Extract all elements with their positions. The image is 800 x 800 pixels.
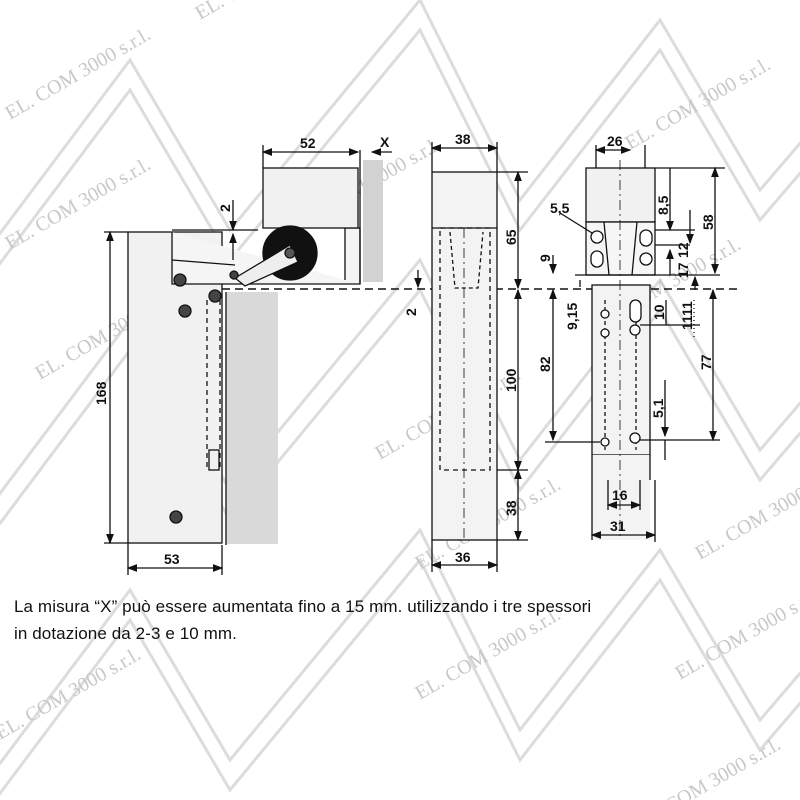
dim-100: 100 — [503, 368, 519, 392]
front-view — [430, 142, 528, 572]
dim-8-5: 8,5 — [655, 195, 671, 215]
dim-168: 168 — [93, 381, 109, 405]
dim-38-top: 38 — [455, 131, 471, 147]
detail-view — [545, 145, 725, 542]
dim-65: 65 — [503, 229, 519, 245]
watermark-text: EL. COM 3000 s.r.l. — [2, 23, 155, 124]
side-view — [104, 145, 422, 575]
dim-10: 10 — [651, 304, 667, 320]
dim-26: 26 — [607, 133, 623, 149]
dim-52: 52 — [300, 135, 316, 151]
dim-5-5: 5,5 — [550, 200, 570, 216]
dim-77: 77 — [698, 354, 714, 370]
dim-gap-door: 2 — [403, 308, 419, 316]
caption-line-1: La misura “X” può essere aumentata fino … — [14, 597, 592, 616]
dim-x: X — [380, 134, 390, 150]
dim-12: 12 — [675, 242, 691, 258]
watermark-text: EL. COM 3000 s.r.l. — [0, 643, 144, 744]
caption-line-2: in dotazione da 2-3 e 10 mm. — [14, 624, 237, 643]
dim-53: 53 — [164, 551, 180, 567]
dim-58: 58 — [700, 214, 716, 230]
dim-marks: 1111 — [679, 301, 695, 330]
dim-36: 36 — [455, 549, 471, 565]
dim-16: 16 — [612, 487, 628, 503]
dim-17: 17 — [675, 262, 691, 278]
watermark-text: EL. COM 3000 s.r.l. — [412, 603, 565, 704]
dim-82: 82 — [537, 356, 553, 372]
dim-gap-top: 2 — [217, 204, 233, 212]
dim-9-15: 9,15 — [564, 303, 580, 330]
dim-38-bottom: 38 — [503, 500, 519, 516]
watermark-text: EL. COM 3000 s.r.l. — [192, 0, 345, 24]
watermark-text: EL. COM 3000 s.r.l. — [692, 463, 800, 564]
watermark-text: EL. COM 3000 s.r.l. — [632, 733, 785, 800]
dim-5-1: 5,1 — [650, 398, 666, 418]
dim-9: 9 — [537, 254, 553, 262]
dim-31: 31 — [610, 518, 626, 534]
